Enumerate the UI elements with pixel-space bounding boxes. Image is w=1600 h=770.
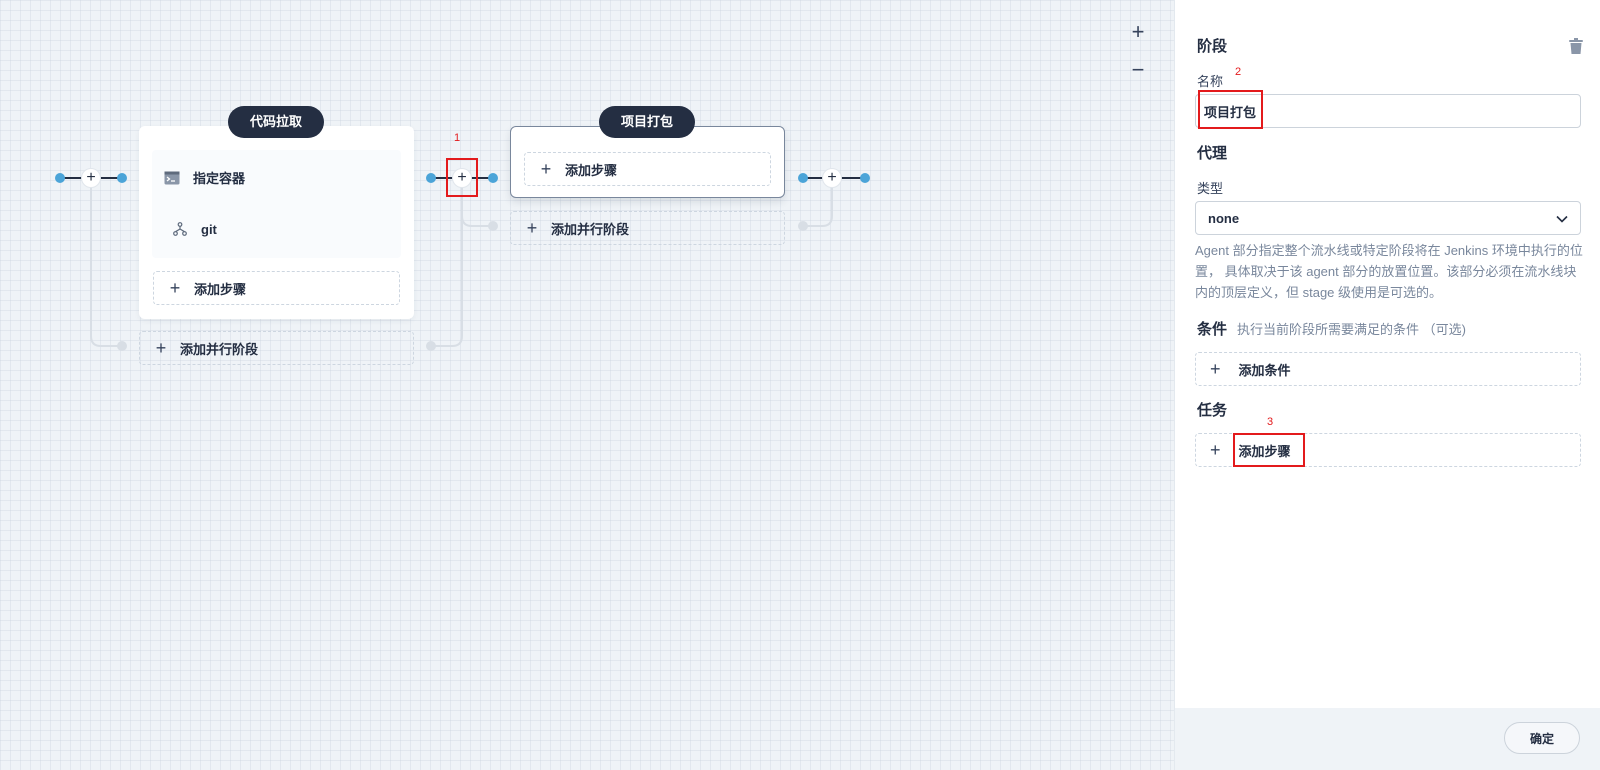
add-stage-node-before[interactable]: + [81, 168, 101, 188]
annotation-marker-3: 3 [1267, 416, 1274, 428]
plus-icon: + [540, 158, 552, 179]
plus-icon: + [155, 337, 167, 358]
add-parallel-stage-button[interactable]: + 添加并行阶段 [510, 211, 785, 245]
agent-description: Agent 部分指定整个流水线或特定阶段将在 Jenkins 环境中执行的位置，… [1195, 243, 1583, 300]
connector-dot [426, 341, 436, 351]
stage-card-1[interactable]: 指定容器 git + 添加步骤 [139, 126, 414, 319]
plus-icon: + [1210, 358, 1221, 379]
stage-section-title: 阶段 [1197, 38, 1228, 55]
zoom-out-button[interactable]: − [1131, 57, 1145, 82]
stage-title-pill[interactable]: 项目打包 [598, 106, 696, 138]
add-task-step-button[interactable]: + 添加步骤 [1195, 433, 1581, 467]
stage-settings-panel: 阶段 名称 2 项目打包 代理 类型 none Agent 部分指定整个流水线或… [1174, 0, 1600, 770]
condition-hint: 执行当前阶段所需要满足的条件 （可选) [1237, 322, 1466, 337]
connector-dot [798, 173, 808, 183]
terminal-icon [163, 169, 181, 187]
add-task-step-label: 添加步骤 [1238, 443, 1291, 459]
agent-section-title: 代理 [1197, 145, 1228, 162]
step-item[interactable]: git [171, 220, 217, 238]
connector-dot [488, 221, 498, 231]
pipeline-canvas[interactable]: + − + + + 指定容器 [0, 0, 1174, 770]
connector-dot [426, 173, 436, 183]
add-stage-node-between[interactable]: + [452, 168, 472, 188]
connector-dot [55, 173, 65, 183]
connector-dot [117, 341, 127, 351]
add-step-button[interactable]: + 添加步骤 [153, 271, 400, 305]
confirm-button[interactable]: 确定 [1504, 722, 1580, 754]
connector-dot [860, 173, 870, 183]
add-step-label: 添加步骤 [194, 281, 247, 297]
add-condition-label: 添加条件 [1238, 362, 1291, 378]
connector-dot [117, 173, 127, 183]
connector-dot [798, 221, 808, 231]
stage-steps-list [152, 150, 401, 258]
task-section-title: 任务 [1197, 402, 1228, 419]
add-step-label: 添加步骤 [565, 162, 618, 178]
condition-section-title: 条件执行当前阶段所需要满足的条件 （可选) [1197, 318, 1466, 339]
annotation-marker-1: 1 [454, 132, 461, 144]
git-branch-icon [171, 220, 189, 238]
panel-footer: 确定 [1175, 708, 1600, 770]
step-item[interactable]: 指定容器 [163, 168, 245, 187]
plus-icon: + [169, 277, 181, 298]
add-parallel-label: 添加并行阶段 [180, 341, 259, 357]
plus-icon: + [526, 217, 538, 238]
add-parallel-stage-button[interactable]: + 添加并行阶段 [139, 331, 414, 365]
step-label: git [201, 221, 217, 237]
add-parallel-label: 添加并行阶段 [551, 221, 630, 237]
chevron-down-icon [1556, 211, 1568, 226]
agent-type-select[interactable]: none [1195, 201, 1581, 235]
zoom-in-button[interactable]: + [1131, 19, 1145, 44]
stage-title-pill[interactable]: 代码拉取 [227, 106, 325, 138]
plus-icon: + [1210, 439, 1221, 460]
add-stage-node-after[interactable]: + [822, 168, 842, 188]
step-label: 指定容器 [193, 171, 246, 186]
pipeline-connectors [60, 177, 864, 347]
stage-name-input[interactable]: 项目打包 [1195, 94, 1581, 128]
add-condition-button[interactable]: + 添加条件 [1195, 352, 1581, 386]
stage-card-2[interactable]: + 添加步骤 [510, 126, 785, 198]
annotation-marker-2: 2 [1235, 66, 1242, 78]
stage-name-value: 项目打包 [1204, 104, 1257, 120]
add-step-button[interactable]: + 添加步骤 [524, 152, 771, 186]
name-field-label: 名称 [1197, 74, 1224, 89]
agent-type-value: none [1208, 210, 1240, 226]
condition-title-text: 条件 [1197, 321, 1228, 338]
connector-dot [488, 173, 498, 183]
type-field-label: 类型 [1197, 181, 1224, 196]
delete-trash-icon[interactable] [1569, 38, 1583, 59]
